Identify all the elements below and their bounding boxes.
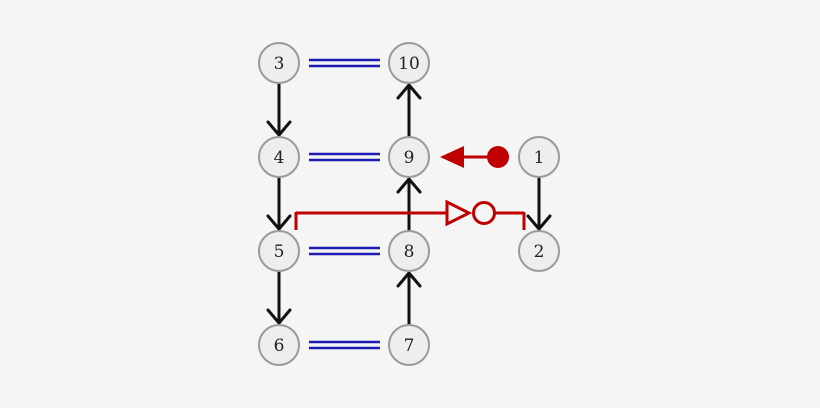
node-2: 2 bbox=[518, 230, 560, 272]
edge-9-to-10 bbox=[396, 83, 422, 138]
node-3: 3 bbox=[258, 42, 300, 84]
node-label: 8 bbox=[404, 242, 415, 262]
node-label: 10 bbox=[398, 54, 420, 74]
double-line-4-9 bbox=[309, 152, 380, 162]
red-arrow-1-to-9 bbox=[440, 146, 509, 168]
node-label: 7 bbox=[404, 336, 415, 356]
nodes: 3 10 4 9 1 5 8 2 bbox=[258, 42, 560, 366]
node-8: 8 bbox=[388, 230, 430, 272]
node-label: 6 bbox=[274, 336, 285, 356]
node-5: 5 bbox=[258, 230, 300, 272]
node-label: 9 bbox=[404, 148, 415, 168]
node-4: 4 bbox=[258, 136, 300, 178]
edge-8-to-9 bbox=[396, 177, 422, 232]
directed-edges bbox=[266, 82, 552, 326]
node-10: 10 bbox=[388, 42, 430, 84]
edge-7-to-8 bbox=[396, 271, 422, 326]
node-1: 1 bbox=[518, 136, 560, 178]
open-circle-tail bbox=[472, 201, 496, 225]
edge-3-to-4 bbox=[266, 82, 292, 137]
double-line-3-10 bbox=[309, 58, 380, 68]
filled-circle-tail bbox=[487, 146, 509, 168]
node-label: 5 bbox=[274, 242, 285, 262]
open-triangle-head bbox=[445, 199, 473, 227]
edge-5-to-6 bbox=[266, 270, 292, 325]
node-6: 6 bbox=[258, 324, 300, 366]
double-line-6-7 bbox=[309, 340, 380, 350]
node-label: 3 bbox=[274, 54, 285, 74]
filled-triangle-head bbox=[440, 146, 464, 168]
double-line-links bbox=[309, 58, 380, 350]
node-7: 7 bbox=[388, 324, 430, 366]
edge-1-to-2 bbox=[526, 176, 552, 231]
node-label: 1 bbox=[534, 148, 545, 168]
double-line-5-8 bbox=[309, 246, 380, 256]
node-9: 9 bbox=[388, 136, 430, 178]
red-arrow-2-to-5 bbox=[294, 199, 526, 230]
node-label: 2 bbox=[534, 242, 545, 262]
edge-4-to-5 bbox=[266, 176, 292, 231]
node-label: 4 bbox=[274, 148, 285, 168]
